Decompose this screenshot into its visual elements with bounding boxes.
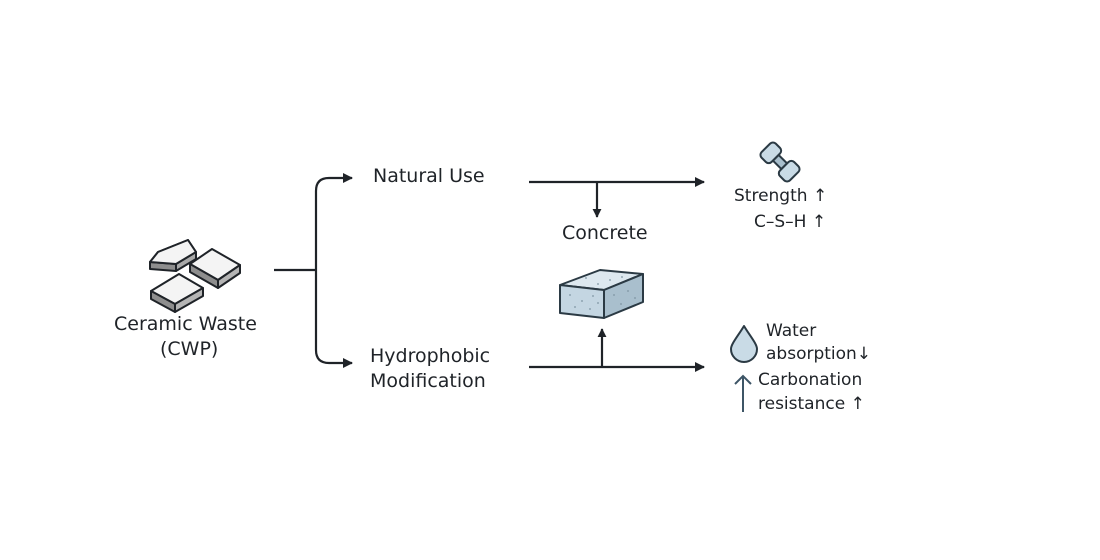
water-absorption-label-line2: absorption↓ bbox=[766, 344, 872, 364]
strength-effect-label: Strength ↑ bbox=[734, 186, 828, 206]
concrete-block-icon bbox=[559, 269, 644, 319]
source-label-line1: Ceramic Waste bbox=[114, 313, 257, 335]
ceramic-tiles-icon bbox=[149, 239, 241, 313]
water-absorption-label-line1: Water bbox=[766, 321, 817, 341]
source-label-line2: (CWP) bbox=[160, 338, 219, 360]
split-connector bbox=[274, 173, 353, 368]
concrete-label: Concrete bbox=[562, 222, 648, 244]
water-drop-icon bbox=[730, 325, 758, 363]
natural-use-label: Natural Use bbox=[373, 165, 485, 187]
up-arrow-icon bbox=[734, 374, 752, 412]
hydrophobic-arrow bbox=[529, 328, 705, 372]
hydrophobic-label-line2: Modification bbox=[370, 370, 486, 392]
carbonation-label-line2: resistance ↑ bbox=[758, 394, 865, 414]
natural-use-arrow bbox=[529, 177, 705, 218]
csh-effect-label: C–S–H ↑ bbox=[754, 212, 827, 232]
carbonation-label-line1: Carbonation bbox=[758, 370, 863, 390]
hydrophobic-label-line1: Hydrophobic bbox=[370, 345, 491, 367]
dumbbell-icon bbox=[759, 141, 801, 183]
